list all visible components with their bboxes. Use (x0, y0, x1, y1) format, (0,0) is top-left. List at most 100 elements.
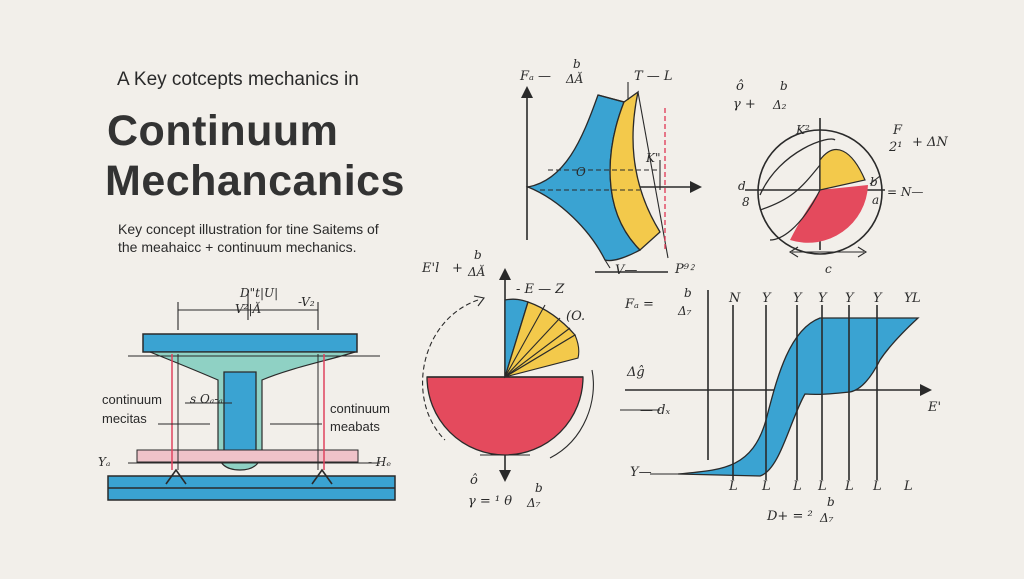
page-title-line-1: Continuum (107, 107, 339, 155)
beam-diagram (107, 290, 396, 501)
pie-axis-arrow-bottom (499, 470, 511, 482)
circle-label-right-2: a (872, 193, 880, 207)
wave-label-left-1: Δĝ (627, 365, 645, 380)
circle-label-bottom: c (825, 262, 832, 276)
pie-label-frac-num: b (474, 248, 482, 262)
wave-label-top-frac-num: b (684, 286, 692, 300)
stress-curve-diagram (521, 82, 702, 273)
wave-label-bottom: D+ = ² (767, 509, 813, 524)
wave-band (677, 317, 920, 477)
wave-top-label: Y (873, 291, 882, 306)
wave-bottom-label: L (845, 479, 854, 494)
circle-outline (757, 129, 883, 255)
wave-x-axis-arrow (920, 384, 932, 396)
beam-right-label-2: meabats (330, 419, 380, 434)
description-line-2: the meahaicc + continuum mechanics. (118, 239, 357, 255)
beam-top-flange (142, 333, 358, 353)
stress-label-side: K" (646, 151, 661, 165)
wave-chart (620, 290, 932, 480)
beam-right-label-1: continuum (330, 401, 390, 416)
pie-label-left: E'l (422, 261, 440, 276)
pie-label-formula: γ = ¹ θ (468, 494, 513, 509)
pie-label-bottom: ô (470, 473, 478, 488)
wave-label-top-left: Fₐ = (625, 297, 654, 312)
wave-bottom-label: L (762, 479, 771, 494)
stress-label-bottom: V— (615, 263, 638, 278)
beam-left-label-1: continuum (102, 392, 162, 407)
stress-band-edge (637, 91, 669, 259)
stress-label-frac-den: ΔĂ (566, 72, 584, 86)
description-line-1: Key concept illustration for tine Saitem… (118, 221, 379, 237)
beam-support-right (311, 468, 333, 485)
pie-label-formula-frac-num: b (535, 481, 543, 495)
beam-bottom-right-label: - Hₑ (368, 455, 391, 469)
pie-label-plus: + (452, 261, 463, 276)
wave-top-label: Y (845, 291, 854, 306)
beam-top-label-1: D"t|U| (240, 286, 279, 300)
wave-label-top-frac-den: Δ₇ (678, 304, 692, 318)
beam-web (223, 371, 257, 461)
circle-label-frac-den: Δ₂ (773, 98, 787, 112)
wave-label-bottom-left: Y— (630, 465, 652, 480)
circle-label-right: b (870, 175, 878, 189)
wave-bottom-label: L (873, 479, 882, 494)
beam-center-label: s Oₐ-ₐ (190, 392, 223, 406)
circle-label-plus: + ΔN (912, 135, 948, 150)
wave-top-label: N (729, 291, 741, 306)
circle-yellow-region (819, 149, 866, 191)
beam-top-label-2: -V₂ (298, 295, 315, 309)
stress-y-axis-arrow (521, 86, 533, 98)
circle-label-formula: γ + (733, 97, 756, 112)
stress-label-top-left: Fₐ — (520, 69, 552, 84)
circle-label-right-3: = N— (887, 185, 924, 199)
stress-label-center: O (576, 165, 586, 179)
stress-label-bottom-right: P⁹⁲ (675, 262, 694, 277)
pie-label-frac-den: ΔĂ (468, 265, 486, 279)
pie-diagram (422, 268, 594, 482)
circle-red-region (790, 185, 868, 243)
beam-support-left (165, 468, 187, 485)
wave-top-label: Y (818, 291, 827, 306)
pie-label-slice: (O. (566, 309, 586, 324)
pie-orbit-dashed (422, 299, 479, 441)
wave-top-label: Y (904, 291, 913, 306)
wave-label-bottom-frac-num: b (827, 495, 835, 509)
pie-red-half (426, 376, 584, 456)
beam-bottom-left-label: Yₐ (98, 455, 111, 469)
circle-label-f-den: 2¹ (889, 140, 903, 155)
wave-bottom-label: L (793, 479, 802, 494)
pie-axis-arrow-top (499, 268, 511, 280)
page-subtitle: A Key cotcepts mechanics in (117, 69, 359, 90)
wave-label-right: E' (928, 400, 942, 415)
stress-band-yellow (597, 90, 661, 251)
wave-bottom-label: L (904, 479, 913, 494)
wave-label-left-2: — dₓ (640, 403, 671, 418)
page-title-line-2: Mechancanics (105, 157, 405, 205)
beam-left-label-2: mecitas (102, 411, 147, 426)
circle-diagram (745, 118, 885, 258)
stress-band-foot (604, 259, 611, 269)
wave-top-label: Y (762, 291, 771, 306)
wave-bottom-label: L (818, 479, 827, 494)
beam-mid-label: V²|Ă (235, 302, 262, 316)
stress-label-top-right: T — L (634, 69, 673, 84)
beam-pink-band (136, 449, 359, 463)
circle-label-left-2: 8 (742, 195, 750, 209)
stress-x-axis-arrow (690, 181, 702, 193)
circle-label-f: F (893, 123, 903, 138)
pie-label-top: - E — Z (516, 282, 565, 297)
pie-label-formula-frac-den: Δ₇ (527, 496, 541, 510)
circle-inner-curve (759, 138, 836, 196)
circle-label-left: d (738, 179, 746, 193)
circle-label-top: ô (736, 79, 744, 94)
pie-orbit-right (549, 369, 594, 459)
wave-label-bottom-frac-den: Δ₇ (820, 511, 834, 525)
wave-top-label: L (912, 291, 921, 306)
circle-label-k: K² (796, 123, 810, 137)
circle-label-frac-num: b (780, 79, 788, 93)
stress-label-frac-num: b (573, 57, 581, 71)
wave-bottom-label: L (729, 479, 738, 494)
wave-top-label: Y (793, 291, 802, 306)
